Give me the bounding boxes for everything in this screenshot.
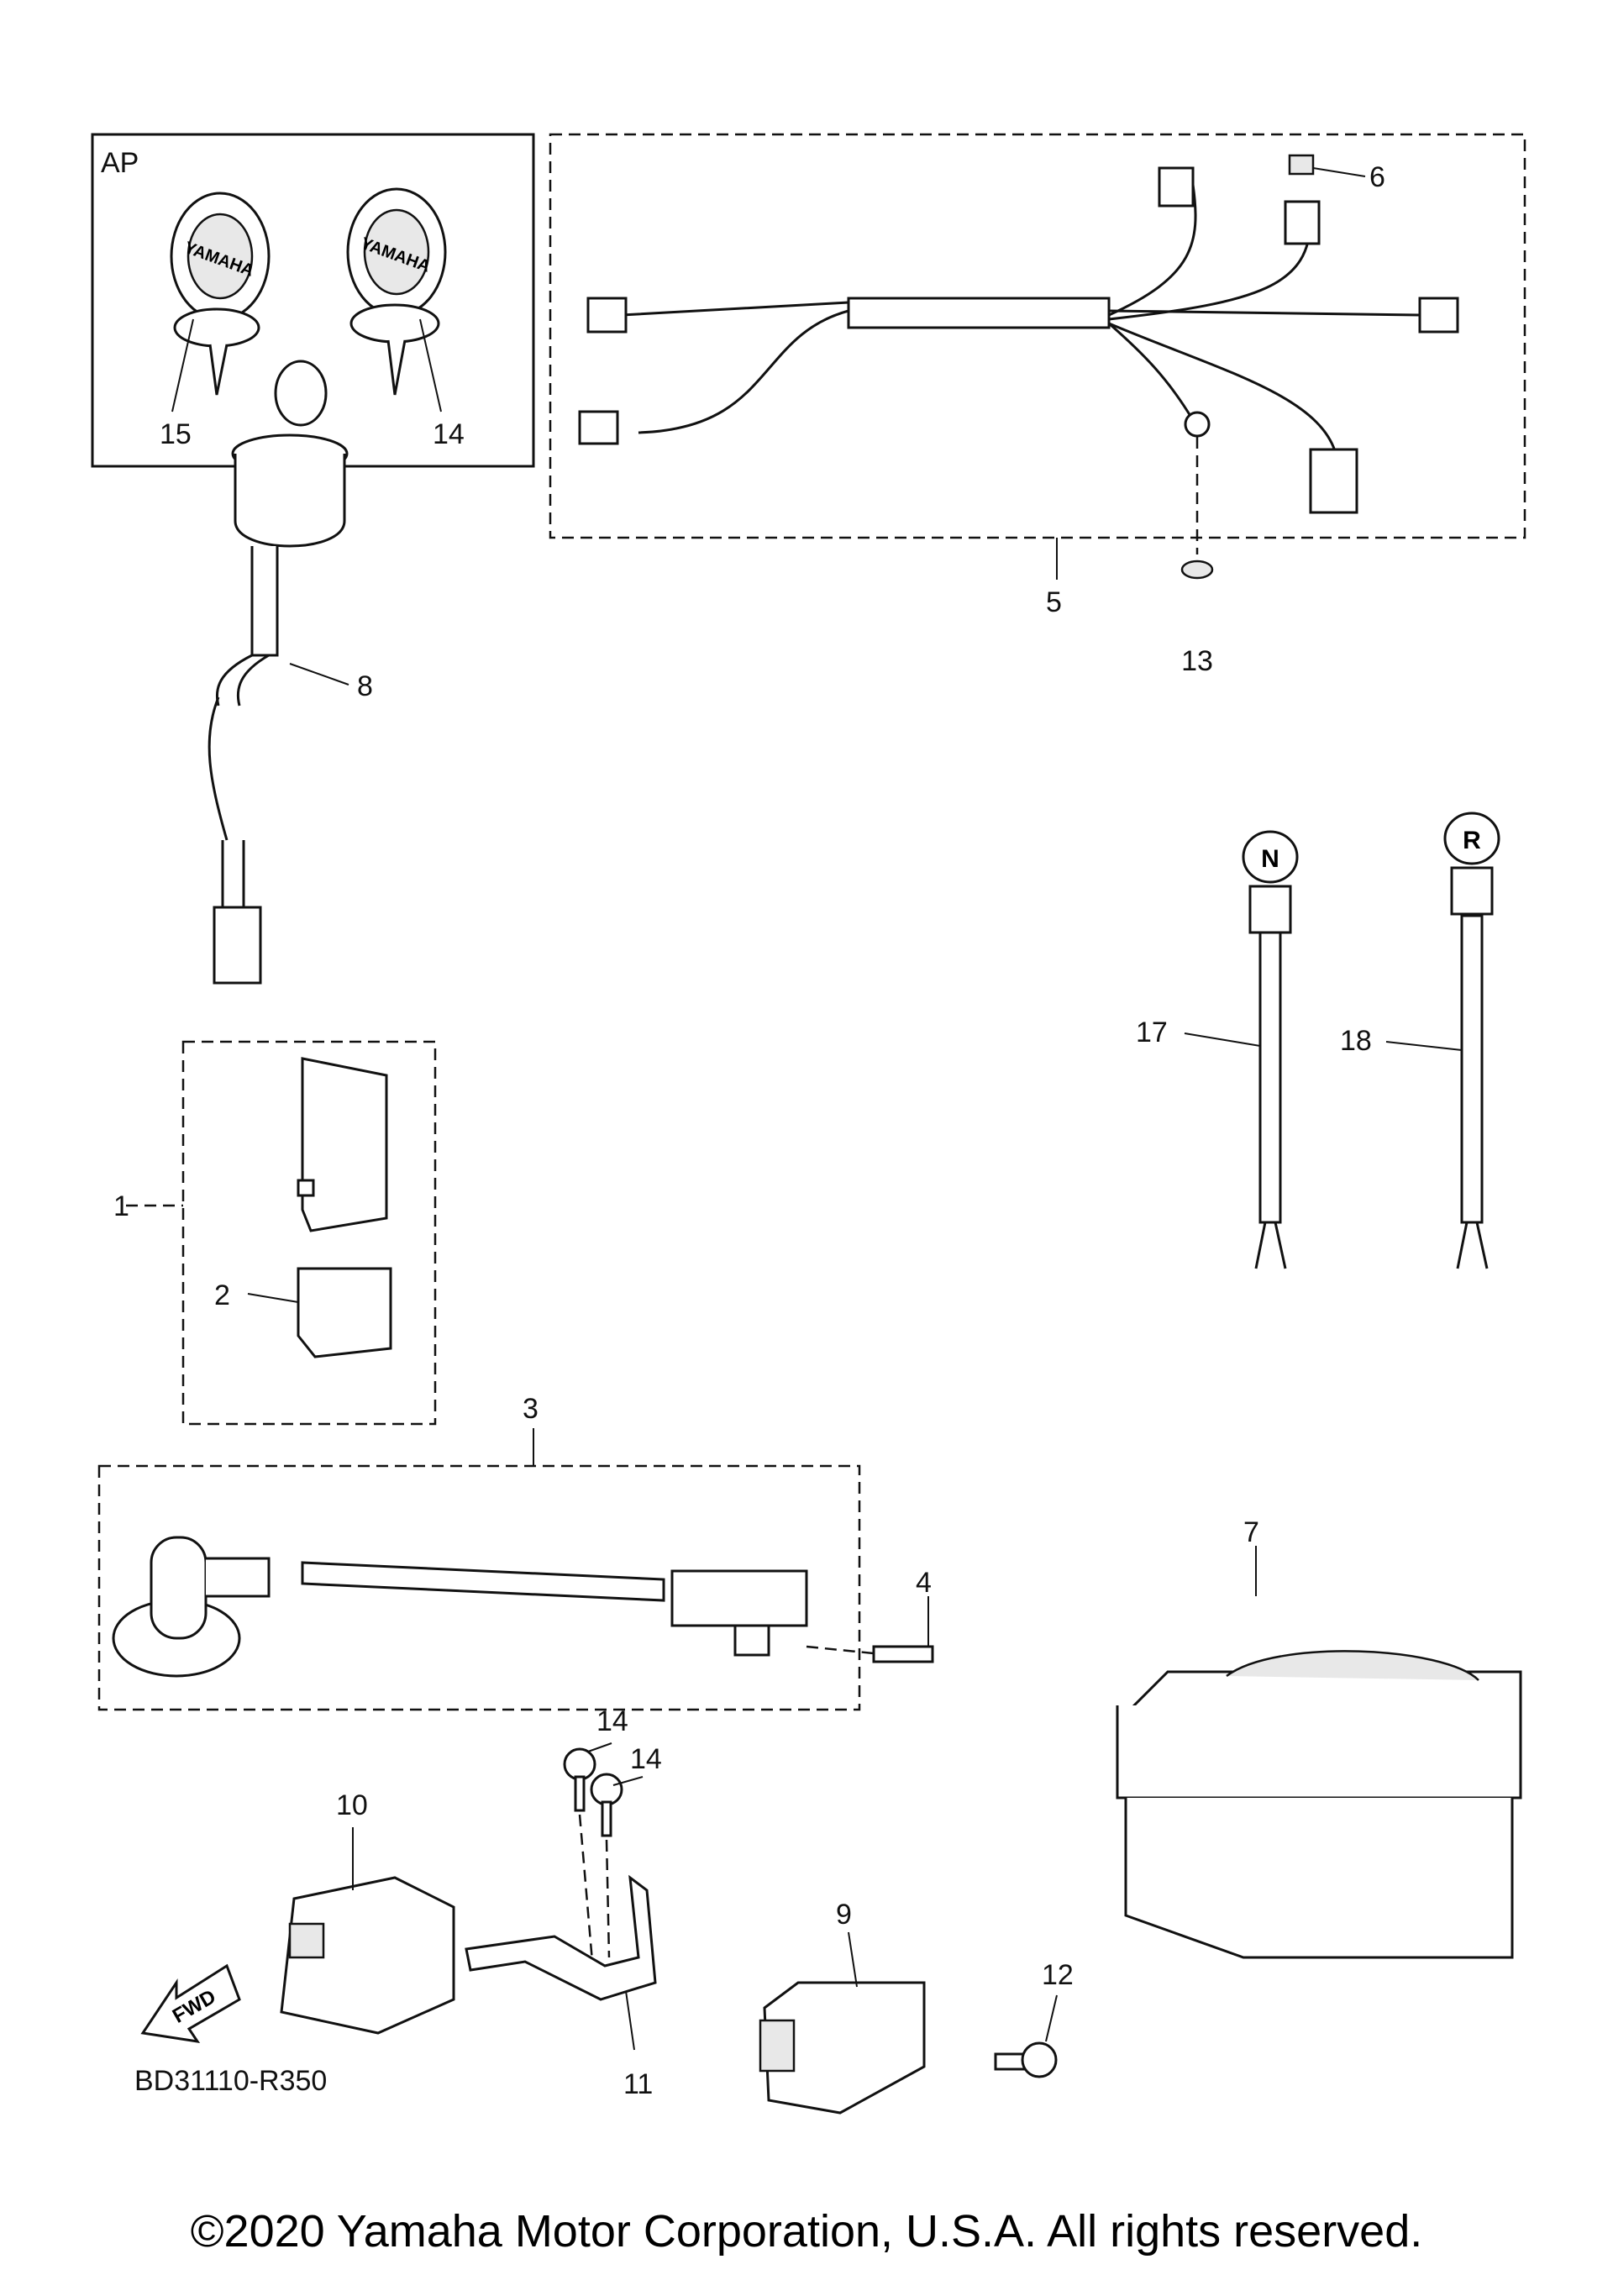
connector bbox=[578, 410, 619, 445]
callout-5: 5 bbox=[1046, 586, 1062, 618]
battery-case bbox=[1124, 1798, 1514, 1959]
rectifier-regulator bbox=[763, 1981, 926, 2115]
battery-group: 7 bbox=[1116, 1516, 1522, 1959]
plug-lead bbox=[301, 1561, 665, 1602]
neutral-switch-group: N 17 bbox=[1136, 830, 1299, 1269]
callout-15: 14 bbox=[433, 418, 465, 450]
connector bbox=[1309, 448, 1358, 514]
screw-14 bbox=[590, 1773, 623, 1806]
callout-4: 4 bbox=[916, 1567, 932, 1599]
bracket bbox=[465, 1874, 657, 2001]
connector bbox=[1284, 200, 1321, 245]
ignition-coil-group: 3 4 bbox=[97, 1393, 934, 1711]
callout-11: 11 bbox=[623, 2068, 653, 2100]
leader-15 bbox=[419, 318, 442, 412]
harness-frame bbox=[549, 133, 1526, 539]
washer bbox=[1180, 560, 1214, 580]
cdi-frame bbox=[181, 1040, 437, 1426]
group-label-ap: AP bbox=[101, 147, 139, 179]
callout-7: 7 bbox=[1243, 1516, 1259, 1548]
cdi-unit bbox=[301, 1057, 388, 1232]
reverse-label: R bbox=[1463, 827, 1481, 854]
cdi-unit-group: 1 2 bbox=[113, 1040, 437, 1426]
callout-14a: 14 bbox=[596, 1705, 628, 1737]
wire-harness-group: 6 5 13 bbox=[549, 133, 1526, 677]
callout-13: 13 bbox=[1181, 645, 1213, 677]
connector bbox=[1158, 166, 1195, 208]
callout-18: 18 bbox=[1340, 1025, 1372, 1057]
callout-9: 9 bbox=[836, 1899, 852, 1931]
leader-16 bbox=[171, 318, 194, 412]
ignition-coil bbox=[670, 1569, 808, 1627]
bracket-group: 14 14 11 bbox=[465, 1705, 662, 2100]
connector bbox=[1418, 297, 1459, 334]
callout-6: 6 bbox=[1369, 161, 1385, 193]
callout-10: 10 bbox=[336, 1789, 368, 1821]
fuse bbox=[1288, 154, 1315, 176]
coil-frame bbox=[97, 1464, 861, 1711]
starter-relay bbox=[280, 1876, 455, 2035]
screw-14 bbox=[563, 1747, 596, 1781]
bolt-4 bbox=[872, 1645, 934, 1663]
callout-14b: 14 bbox=[630, 1743, 662, 1775]
relay bbox=[297, 1267, 392, 1358]
key-16: YAMAHA bbox=[170, 192, 271, 396]
relay-10-group: 10 bbox=[280, 1789, 455, 2035]
callout-17: 17 bbox=[1136, 1017, 1168, 1048]
connector bbox=[213, 906, 262, 985]
copyright-notice: ©2020 Yamaha Motor Corporation, U.S.A. A… bbox=[190, 2206, 1423, 2257]
main-switch-group: 8 bbox=[208, 360, 373, 985]
callout-8: 8 bbox=[357, 670, 373, 702]
callout-1: 1 bbox=[113, 1190, 129, 1222]
callout-2: 2 bbox=[214, 1279, 230, 1311]
diagram-code: BD31110-R350 bbox=[134, 2065, 327, 2097]
neutral-label: N bbox=[1261, 845, 1279, 873]
rectifier-group: 9 bbox=[759, 1899, 926, 2115]
fwd-arrow: FWD bbox=[140, 1963, 241, 2044]
callout-3: 3 bbox=[523, 1393, 539, 1425]
bolt-12-group: 12 bbox=[994, 1959, 1074, 2078]
key-15: YAMAHA bbox=[346, 187, 447, 396]
callout-16: 15 bbox=[160, 418, 192, 450]
callout-12: 12 bbox=[1042, 1959, 1074, 1991]
ground-terminal bbox=[1184, 411, 1211, 438]
reverse-switch-group: R 18 bbox=[1340, 812, 1500, 1269]
key-set-group: AP YAMAHA YAMAHA 15 14 bbox=[91, 133, 535, 468]
connector bbox=[586, 297, 628, 334]
